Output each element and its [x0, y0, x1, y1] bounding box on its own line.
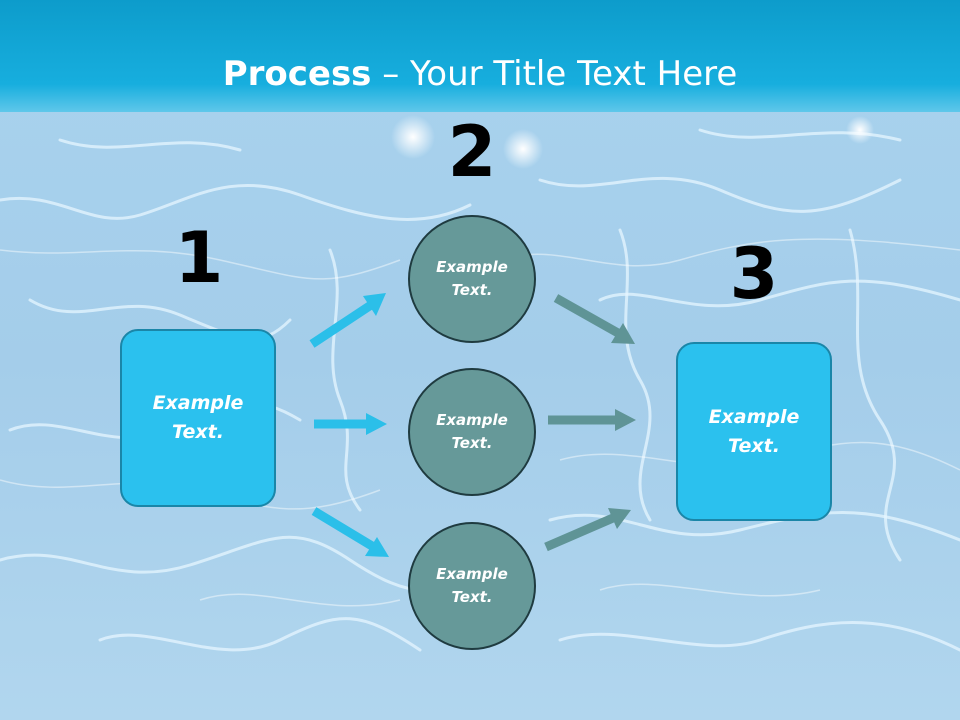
circle-bottom-line2: Text.: [451, 588, 493, 606]
start-box-line2: Text.: [172, 421, 224, 443]
slide-title: Process – Your Title Text Here: [0, 52, 960, 96]
arrow-bottom-circle-to-end: [544, 508, 631, 552]
title-bar: [0, 0, 960, 112]
end-box-line2: Text.: [728, 434, 780, 457]
step-number-1: 1: [174, 217, 224, 299]
end-box-line1: Example: [708, 405, 800, 428]
step-number-2: 2: [447, 111, 497, 193]
circle-middle-line1: Example: [436, 411, 508, 429]
process-circle-middle: Example Text.: [408, 368, 536, 496]
arrow-middle-circle-to-end: [548, 409, 636, 431]
circle-top-line1: Example: [436, 258, 508, 276]
end-box: Example Text.: [676, 342, 832, 521]
arrow-top-circle-to-end: [553, 294, 635, 344]
arrow-to-bottom-circle: [311, 507, 389, 557]
arrow-to-top-circle: [309, 293, 386, 348]
circle-bottom-line1: Example: [436, 565, 508, 583]
start-box-line1: Example: [152, 392, 244, 414]
process-circle-bottom: Example Text.: [408, 522, 536, 650]
process-circle-top: Example Text.: [408, 215, 536, 343]
circle-top-line2: Text.: [451, 281, 493, 299]
step-number-3: 3: [729, 233, 779, 315]
arrow-to-middle-circle: [314, 413, 387, 435]
circle-middle-line2: Text.: [451, 434, 493, 452]
title-rest-part: – Your Title Text Here: [371, 54, 738, 94]
start-box: Example Text.: [120, 329, 276, 507]
title-bold-part: Process: [222, 54, 372, 94]
